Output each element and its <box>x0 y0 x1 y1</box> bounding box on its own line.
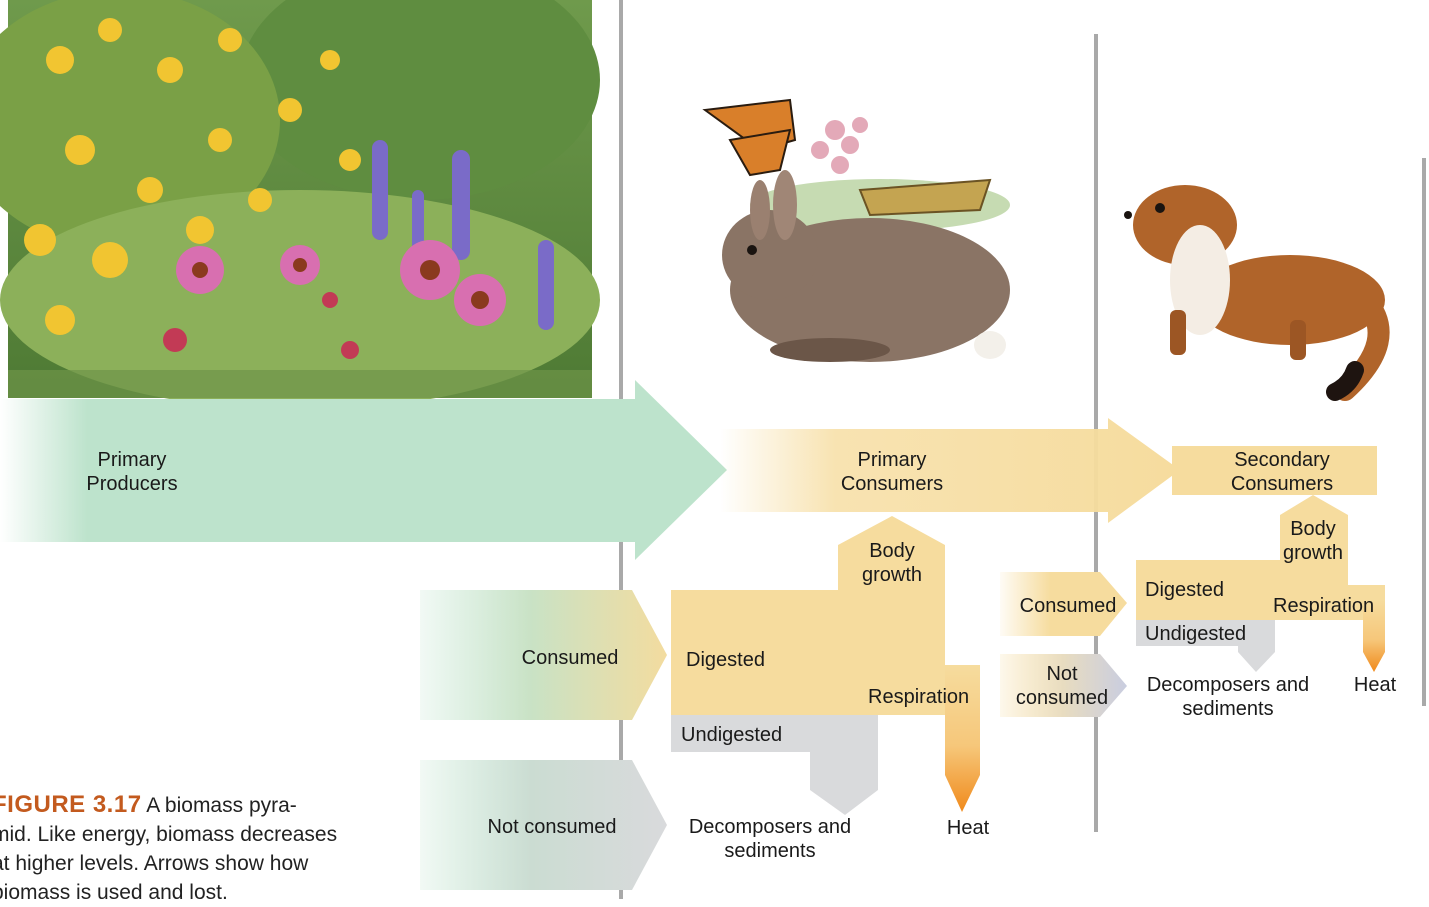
primary-consumed-label: Consumed <box>1008 594 1128 618</box>
producer-consumed-label: Consumed <box>500 646 640 670</box>
secondary-heat-label: Heat <box>1340 673 1410 697</box>
primary-consumers-label: Primary Consumers <box>822 448 962 496</box>
decomposers-line: Decomposers and <box>670 815 870 839</box>
primary-decomposers-label: Decomposers and sediments <box>670 815 870 863</box>
caption-line: biomass is used and lost. <box>0 878 392 907</box>
primary-undigested-label: Undigested <box>681 723 782 747</box>
secondary-body-growth-label: Body growth <box>1263 517 1363 565</box>
not-consumed-line: Not <box>1002 662 1122 686</box>
weasel-illustration <box>1122 164 1398 400</box>
body-growth-line: growth <box>842 563 942 587</box>
primary-digested-label: Digested <box>686 648 765 672</box>
producer-not-consumed-label: Not consumed <box>470 815 634 839</box>
primary-producers-label: Primary Producers <box>62 448 202 496</box>
level-label-line: Primary <box>62 448 202 472</box>
wildflower-meadow-photo <box>0 0 600 410</box>
secondary-digested-label: Digested <box>1145 578 1224 602</box>
primary-heat-label: Heat <box>928 816 1008 840</box>
caption-line: mid. Like energy, biomass decreases <box>0 820 392 849</box>
primary-not-consumed-label: Not consumed <box>1002 662 1122 710</box>
level-label-line: Producers <box>62 472 202 496</box>
decomposers-line: Decomposers and <box>1128 673 1328 697</box>
level-label-line: Primary <box>822 448 962 472</box>
primary-respiration-label: Respiration <box>868 685 969 709</box>
level-label-line: Secondary <box>1212 448 1352 472</box>
figure-number: FIGURE 3.17 <box>0 791 142 818</box>
secondary-consumers-label: Secondary Consumers <box>1212 448 1352 496</box>
decomposers-line: sediments <box>670 839 870 863</box>
not-consumed-line: consumed <box>1002 686 1122 710</box>
level-label-line: Consumers <box>1212 472 1352 496</box>
body-growth-line: Body <box>1263 517 1363 541</box>
rabbit-butterfly-grasshopper-illustration <box>697 76 1028 388</box>
secondary-respiration-label: Respiration <box>1273 594 1374 618</box>
decomposers-line: sediments <box>1128 697 1328 721</box>
caption-line: FIGURE 3.17 A biomass pyra- <box>0 790 392 820</box>
primary-body-growth-label: Body growth <box>842 539 942 587</box>
secondary-undigested-label: Undigested <box>1145 622 1246 646</box>
body-growth-line: Body <box>842 539 942 563</box>
caption-text: A biomass pyra- <box>146 794 297 817</box>
level-label-line: Consumers <box>822 472 962 496</box>
secondary-decomposers-label: Decomposers and sediments <box>1128 673 1328 721</box>
divider-line <box>1422 158 1426 706</box>
caption-line: at higher levels. Arrows show how <box>0 849 392 878</box>
figure-caption: FIGURE 3.17 A biomass pyra- mid. Like en… <box>0 790 392 907</box>
body-growth-line: growth <box>1263 541 1363 565</box>
